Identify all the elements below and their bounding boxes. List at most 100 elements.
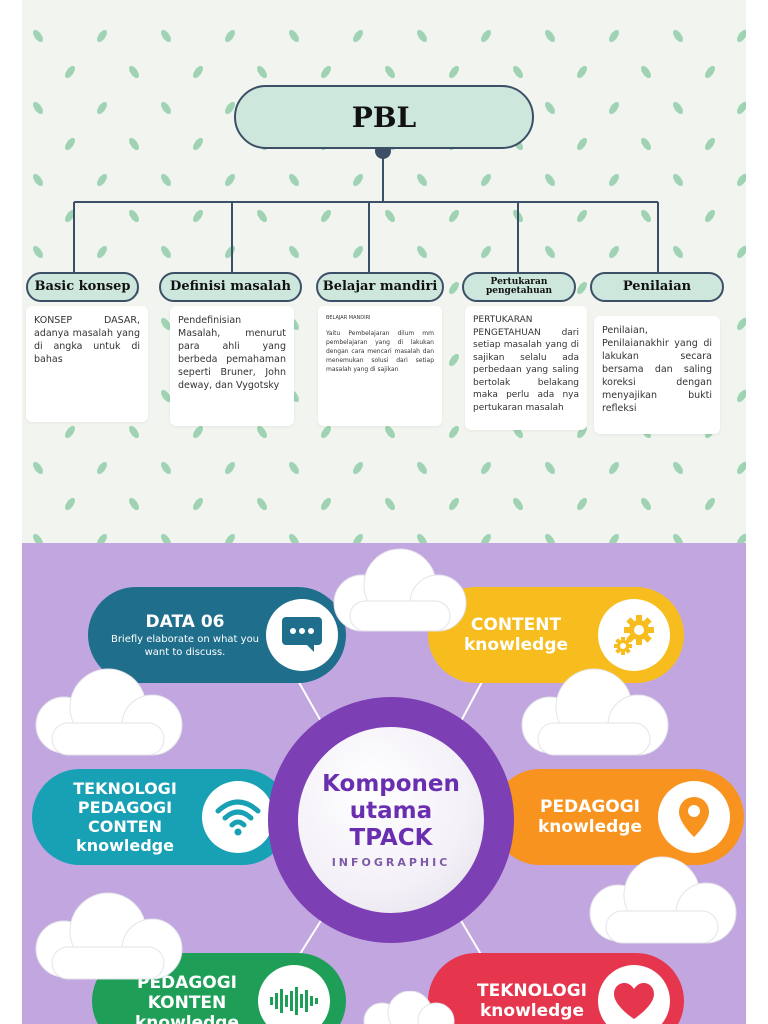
pbl-infographic: PBL Basic konsep Definisi masalah Belaja… [22, 0, 746, 543]
pill-subtitle: knowledge [479, 1001, 585, 1021]
leaf-icon [161, 461, 171, 475]
leaf-icon [257, 209, 267, 223]
leaf-icon [513, 65, 523, 79]
leaf-icon [161, 173, 171, 187]
center-subtitle: INFOGRAPHIC [331, 856, 451, 869]
card-penilaian: Penilaian, Penilaianakhir yang di lakuka… [594, 316, 720, 434]
leaf-icon [353, 245, 363, 259]
leaf-icon [577, 137, 587, 151]
gears-icon-badge [598, 599, 670, 671]
leaf-icon [65, 65, 75, 79]
leaf-icon [129, 497, 139, 511]
leaf-icon [97, 29, 107, 43]
leaf-icon [737, 101, 746, 115]
leaf-icon [417, 173, 427, 187]
tpack-infographic: DATA 06 Briefly elaborate on what you wa… [22, 543, 746, 1024]
leaf-icon [161, 533, 171, 543]
pill-data-06: DATA 06 Briefly elaborate on what you wa… [88, 587, 346, 683]
leaf-icon [737, 389, 746, 403]
leaf-icon [673, 101, 683, 115]
leaf-icon [609, 245, 619, 259]
leaf-icon [65, 425, 75, 439]
leaf-icon [225, 173, 235, 187]
leaf-icon [481, 461, 491, 475]
pill-subtitle: knowledge [537, 817, 643, 837]
pill-line: PEDAGOGI [136, 973, 238, 993]
leaf-icon [97, 173, 107, 187]
leaf-icon [65, 209, 75, 223]
leaf-icon [193, 497, 203, 511]
leaf-icon [577, 425, 587, 439]
pill-teknologi-knowledge: TEKNOLOGI knowledge [428, 953, 684, 1024]
leaf-icon [641, 137, 651, 151]
leaf-icon [33, 461, 43, 475]
leaf-icon [65, 497, 75, 511]
category-belajar-mandiri: Belajar mandiri [316, 272, 444, 302]
center-title-line1: Komponen [322, 771, 460, 797]
leaf-icon [609, 101, 619, 115]
leaf-icon [577, 209, 587, 223]
card-text: Pendefinisian Masalah, menurut para ahli… [178, 315, 286, 391]
leaf-icon [97, 533, 107, 543]
leaf-icon [609, 173, 619, 187]
pill-line: knowledge [134, 1013, 240, 1024]
leaf-icon [257, 497, 267, 511]
center-title-line2: utama [349, 798, 433, 824]
leaf-icon [609, 461, 619, 475]
leaf-icon [481, 173, 491, 187]
leaf-icon [705, 65, 715, 79]
leaf-icon [353, 461, 363, 475]
pill-line: TEKNOLOGI [73, 779, 177, 798]
leaf-icon [257, 65, 267, 79]
leaf-icon [673, 461, 683, 475]
category-pertukaran-pengetahuan: Pertukaran pengetahuan [462, 272, 576, 302]
leaf-icon [33, 245, 43, 259]
leaf-icon [385, 497, 395, 511]
pill-title: TEKNOLOGI [476, 981, 588, 1001]
leaf-icon [321, 497, 331, 511]
leaf-icon [97, 461, 107, 475]
chat-icon [282, 617, 322, 652]
center-title-disc: Komponen utama TPACK INFOGRAPHIC [298, 727, 484, 913]
card-definisi-masalah: Pendefinisian Masalah, menurut para ahli… [170, 306, 294, 426]
leaf-icon [449, 281, 459, 295]
leaf-icon [545, 101, 555, 115]
leaf-icon [577, 65, 587, 79]
pill-line: CONTEN [88, 817, 162, 836]
leaf-icon [129, 65, 139, 79]
leaf-icon [673, 29, 683, 43]
pill-line: KONTEN [147, 993, 227, 1013]
branch-connectors [73, 143, 659, 272]
cloud-decoration [333, 548, 467, 632]
card-heading: BELAJAR MANDIRI [326, 315, 371, 321]
leaf-icon [673, 533, 683, 543]
cloud-decoration [521, 668, 669, 756]
leaf-icon [641, 65, 651, 79]
leaf-icon [737, 29, 746, 43]
center-title-line3: TPACK [349, 825, 433, 851]
card-text: PERTUKARAN PENGETAHUAN dari setiap masal… [473, 315, 579, 413]
leaf-icon [257, 425, 267, 439]
leaf-icon [65, 137, 75, 151]
pill-teknologi-pedagogi-conten-knowledge: TEKNOLOGI PEDAGOGI CONTEN knowledge [32, 769, 290, 865]
leaf-icon [609, 29, 619, 43]
leaf-icon [417, 245, 427, 259]
leaf-icon [289, 461, 299, 475]
leaf-icon [705, 497, 715, 511]
leaf-icon [225, 101, 235, 115]
pill-subtitle: knowledge [464, 635, 569, 655]
leaf-icon [385, 65, 395, 79]
leaf-icon [225, 533, 235, 543]
leaf-icon [673, 173, 683, 187]
leaf-icon [33, 533, 43, 543]
leaf-icon [417, 29, 427, 43]
gears-icon [614, 615, 654, 655]
leaf-icon [193, 425, 203, 439]
pill-title: DATA 06 [145, 612, 225, 632]
leaf-icon [737, 317, 746, 331]
cloud-decoration [35, 892, 183, 980]
category-definisi-masalah: Definisi masalah [159, 272, 302, 302]
leaf-icon [737, 173, 746, 187]
leaf-icon [129, 137, 139, 151]
pill-line: PEDAGOGI [77, 798, 173, 817]
